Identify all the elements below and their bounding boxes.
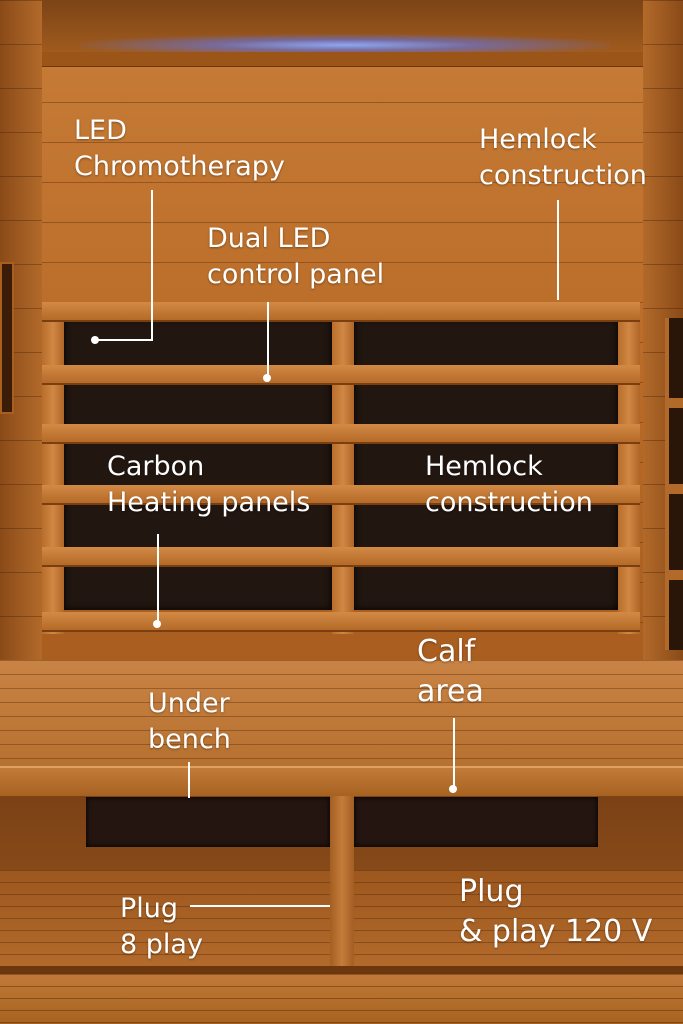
label-line: 8 play xyxy=(120,929,203,960)
backrest-rail xyxy=(42,365,640,385)
backrest-rail xyxy=(42,547,640,567)
backrest-post xyxy=(42,302,64,634)
label-line: & play 120 V xyxy=(459,914,653,949)
label-line: Heating panels xyxy=(107,487,311,518)
right-window xyxy=(665,318,683,650)
backrest-post xyxy=(332,302,354,634)
label-line: Plug xyxy=(459,874,524,909)
floor-edge xyxy=(0,966,683,974)
calf-heater-panel xyxy=(354,797,598,847)
calf-heater-panel xyxy=(86,797,330,847)
callout-line xyxy=(188,762,190,798)
label-calf-area: Calf area xyxy=(417,632,484,712)
callout-dot xyxy=(153,620,161,628)
label-line: bench xyxy=(148,724,231,755)
callout-line xyxy=(190,905,330,907)
label-line: Plug xyxy=(120,893,179,924)
callout-dot xyxy=(449,785,457,793)
label-hemlock-construction-top: Hemlock construction xyxy=(479,122,647,194)
label-plug-play-right: Plug & play 120 V xyxy=(459,872,652,952)
label-line: Under xyxy=(148,688,230,719)
callout-line xyxy=(453,718,455,788)
label-line: Calf xyxy=(417,634,476,669)
callout-dot xyxy=(263,374,271,382)
callout-line xyxy=(96,339,153,341)
label-line: construction xyxy=(479,160,647,191)
label-plug-play-left: Plug 8 play xyxy=(120,891,203,963)
label-dual-led-control-panel: Dual LED control panel xyxy=(207,221,384,293)
label-line: Carbon xyxy=(107,451,205,482)
label-line: control panel xyxy=(207,259,385,290)
bench-seat xyxy=(0,660,683,766)
label-line: LED xyxy=(74,115,127,146)
floor xyxy=(0,974,683,1024)
bench-support-post xyxy=(330,796,354,971)
label-under-bench: Under bench xyxy=(148,686,231,758)
backrest-rail xyxy=(42,485,640,505)
bench-front-edge xyxy=(0,766,683,800)
backrest-rail xyxy=(42,424,640,444)
label-carbon-heating-panels: Carbon Heating panels xyxy=(107,449,310,521)
callout-dot xyxy=(91,336,99,344)
backrest-rail xyxy=(42,302,640,322)
left-window xyxy=(0,262,14,414)
callout-line xyxy=(151,190,153,340)
label-line: Hemlock xyxy=(425,451,543,482)
label-line: Hemlock xyxy=(479,124,597,155)
backrest-post xyxy=(618,302,640,634)
callout-line xyxy=(157,534,159,622)
backrest-rail xyxy=(42,612,640,632)
label-line: Dual LED xyxy=(207,223,331,254)
callout-line xyxy=(557,200,559,300)
label-line: Chromotherapy xyxy=(74,151,285,182)
ceiling-trim xyxy=(36,52,648,67)
callout-line xyxy=(267,302,269,378)
led-light-strip xyxy=(80,34,610,56)
label-line: construction xyxy=(425,487,593,518)
label-led-chromotherapy: LED Chromotherapy xyxy=(74,113,285,185)
label-hemlock-construction-mid: Hemlock construction xyxy=(425,449,593,521)
label-line: area xyxy=(417,674,484,709)
